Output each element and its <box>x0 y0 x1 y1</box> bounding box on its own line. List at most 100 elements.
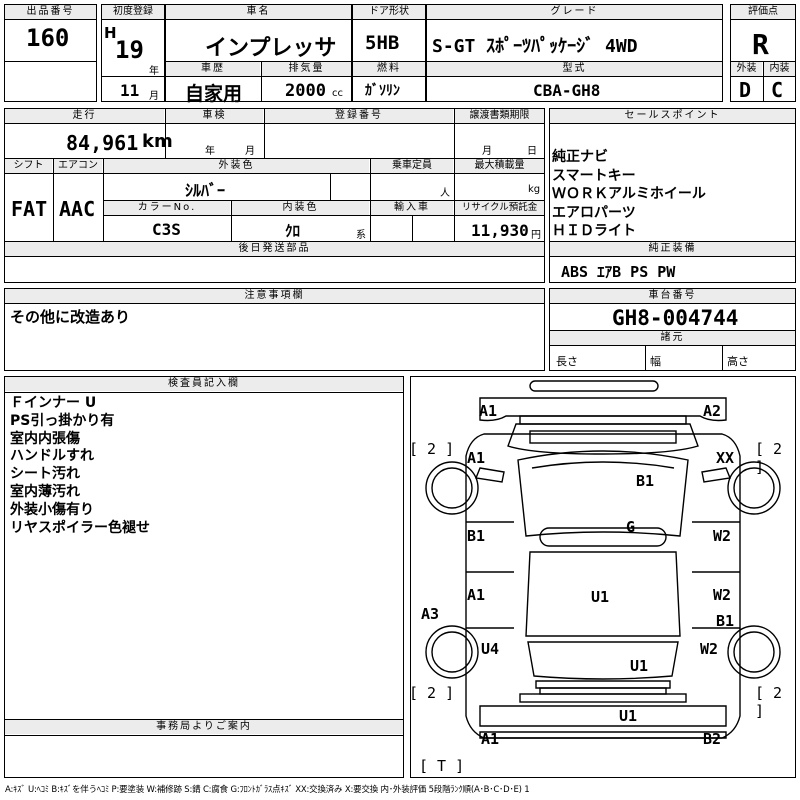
capacity-unit: 人 <box>440 188 450 199</box>
reg-year-unit: 年 <box>149 66 159 77</box>
tire-front-left: [ 2 ] <box>409 440 455 458</box>
inspector-note: リヤスポイラー色褪せ <box>10 519 150 536</box>
history-label: 車歴 <box>166 62 260 76</box>
damage-rear-right-bumper: B2 <box>703 730 722 748</box>
color-no-label: カラーNo. <box>104 201 230 215</box>
later-parts-label: 後日発送部品 <box>5 242 544 256</box>
reg-month: 11 <box>120 81 140 100</box>
car-name-label: 車名 <box>166 5 351 19</box>
shift-label: シフト <box>5 159 52 173</box>
import-label: 輸入車 <box>371 201 453 215</box>
notes-label: 注意事項欄 <box>5 289 544 303</box>
shift: FAT <box>11 197 48 221</box>
int-color-unit: 系 <box>356 230 366 241</box>
damage-windshield: G <box>626 518 636 536</box>
reg-no-label: 登録番号 <box>265 109 453 123</box>
ext-color: ｼﾙﾊﾞｰ <box>185 181 226 200</box>
spec-label: 諸元 <box>550 331 795 345</box>
spec-height: 高さ <box>727 355 749 368</box>
ext-color-label: 外装色 <box>104 159 369 173</box>
tire-front-right: [ 2 ] <box>755 440 783 476</box>
sales-points-box <box>549 108 796 283</box>
inspector-note: シート汚れ <box>10 466 80 483</box>
transfer-day: 日 <box>527 146 537 157</box>
fuel: ｶﾞｿﾘﾝ <box>365 83 400 99</box>
damage-roof: U1 <box>591 588 610 606</box>
ac-label: エアコン <box>54 159 102 173</box>
spare-tire: [ T ] <box>419 757 465 775</box>
inspector-box <box>4 376 404 778</box>
damage-front-right-bumper: A2 <box>703 402 722 420</box>
spec-length: 長さ <box>556 355 578 368</box>
recycle-label: リサイクル預託金 <box>455 201 544 215</box>
equipment: ABS ｴｱB PS PW <box>561 263 676 281</box>
reg-month-unit: 月 <box>149 91 159 102</box>
damage-trunk: U1 <box>630 657 649 675</box>
recycle-unit: 円 <box>531 230 541 241</box>
lot-number-label: 出品番号 <box>5 5 96 19</box>
score-label: 評価点 <box>731 5 795 19</box>
car-diagram-box <box>410 376 796 778</box>
door-label: ドア形状 <box>353 5 425 19</box>
inspection-label: 車検 <box>166 109 263 123</box>
damage-right-fender: XX <box>716 449 735 467</box>
mileage-unit: km <box>142 131 173 152</box>
damage-front-left-bumper: A1 <box>479 402 498 420</box>
exterior-label: 外装 <box>731 62 762 76</box>
interior-grade: C <box>771 78 784 102</box>
car-name: インプレッサ <box>205 36 337 61</box>
inspector-note: ハンドルすれ <box>10 448 94 465</box>
door: 5HB <box>365 32 400 54</box>
first-reg-label: 初度登録 <box>102 5 164 19</box>
model: CBA-GH8 <box>533 81 601 100</box>
chassis-label: 車台番号 <box>550 289 795 303</box>
tire-rear-right: [ 2 ] <box>755 684 783 720</box>
damage-right-front-door: W2 <box>713 527 732 545</box>
int-color-label: 内装色 <box>232 201 369 215</box>
chassis-number: GH8-004744 <box>612 306 739 330</box>
damage-rear-panel: U1 <box>619 707 638 725</box>
mileage: 84,961 <box>66 131 139 155</box>
sales-point: スマートキー <box>552 167 636 184</box>
recycle: 11,930 <box>471 221 529 240</box>
damage-left-front-door: B1 <box>467 527 486 545</box>
inspector-note: 外装小傷有り <box>10 501 94 518</box>
inspector-note: Ｆインナー U <box>10 395 97 411</box>
mileage-label: 走行 <box>5 109 164 123</box>
sales-point: ＷＯＲＫアルミホイール <box>552 186 706 202</box>
legend: A:ｷｽﾞ U:ﾍｺﾐ B:ｷｽﾞを伴うﾍｺﾐ P:要塗装 W:補修跡 S:錆 … <box>5 785 530 795</box>
damage-left-quarter: U4 <box>481 640 500 658</box>
sales-point: ＨＩＤライト <box>552 223 636 239</box>
capacity-label: 乗車定員 <box>371 159 453 173</box>
damage-right-rear-door-2: B1 <box>716 612 735 630</box>
displacement: 2000 <box>285 81 326 101</box>
ac: AAC <box>59 197 96 221</box>
damage-left-side: A3 <box>421 605 440 623</box>
door-box <box>352 4 426 102</box>
inspection-month: 月 <box>245 146 255 157</box>
first-reg-box <box>101 4 165 102</box>
damage-left-fender: A1 <box>467 449 486 467</box>
inspector-notes: Ｆインナー U PS引っ掛かり有 室内内張傷 ハンドルすれ シート汚れ 室内薄汚… <box>10 395 150 537</box>
damage-right-quarter: W2 <box>700 640 719 658</box>
damage-left-rear-door: A1 <box>467 586 486 604</box>
damage-hood: B1 <box>636 472 655 490</box>
car-name-box <box>165 4 352 102</box>
inspection-year: 年 <box>205 146 215 157</box>
displacement-unit: cc <box>332 88 343 99</box>
reg-year: 19 <box>115 36 144 64</box>
inspector-note: 室内薄汚れ <box>10 483 80 500</box>
car-diagram <box>425 380 781 739</box>
sales-point: エアロパーツ <box>552 204 636 221</box>
history: 自家用 <box>185 83 243 105</box>
grade-box <box>426 4 723 102</box>
transfer-label: 譲渡書類期限 <box>455 109 544 123</box>
inspector-note: 室内内張傷 <box>10 430 80 447</box>
spec-width: 幅 <box>650 355 661 368</box>
inspector-label: 検査員記入欄 <box>5 377 403 391</box>
chassis-box <box>549 288 796 371</box>
int-color: ｸﾛ <box>285 222 301 240</box>
notes-box <box>4 288 545 371</box>
exterior-grade: D <box>739 78 752 102</box>
displacement-label: 排気量 <box>262 62 351 76</box>
